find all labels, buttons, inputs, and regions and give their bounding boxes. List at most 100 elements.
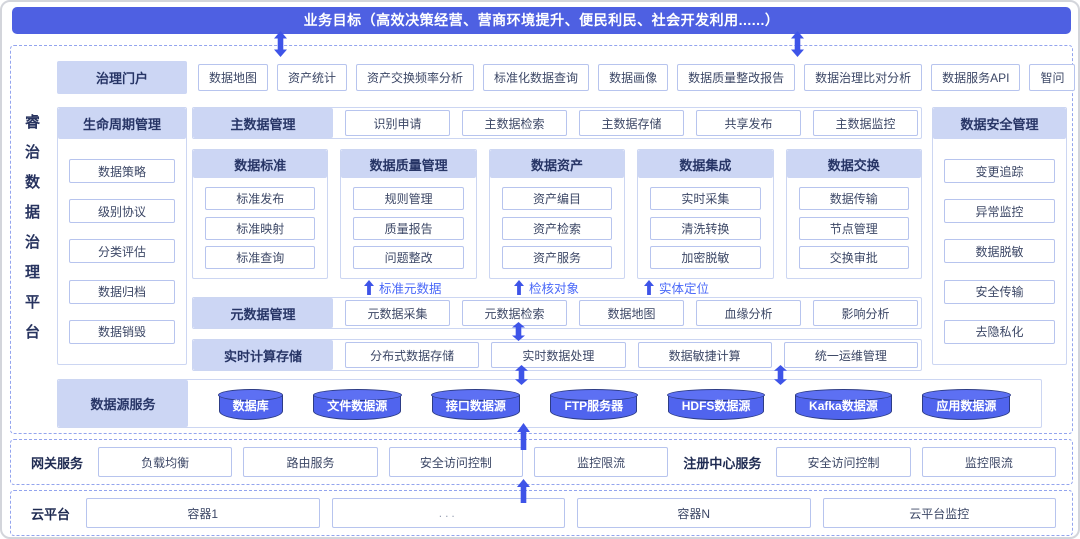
portal-header: 治理门户 xyxy=(57,61,187,94)
column-data-quality: 数据质量管理 规则管理 质量报告 问题整改 xyxy=(340,149,477,279)
portal-item: 数据治理比对分析 xyxy=(804,64,923,91)
master-data-row: 主数据管理 识别申请 主数据检索 主数据存储 共享发布 主数据监控 xyxy=(192,107,922,139)
datasource-label: 接口数据源 xyxy=(445,398,506,413)
column-header: 数据交换 xyxy=(786,150,921,178)
up-arrow-icon xyxy=(644,279,654,295)
realtime-item: 数据敏捷计算 xyxy=(637,342,772,368)
module-item: 资产编目 xyxy=(501,187,613,211)
module-item: 资产检索 xyxy=(501,216,613,240)
security-item: 数据脱敏 xyxy=(944,239,1055,264)
portal-item: 数据服务API xyxy=(931,64,1021,91)
flow-label-check-object: 检核对象 xyxy=(514,278,579,296)
metadata-item: 元数据检索 xyxy=(462,300,567,326)
datasource-label: FTP服务器 xyxy=(564,398,624,413)
database-cylinder-icon: 文件数据源 xyxy=(312,388,402,420)
gateway-item: 路由服务 xyxy=(243,447,378,477)
database-cylinder-icon: FTP服务器 xyxy=(549,388,638,420)
metadata-items: 元数据采集 元数据检索 数据地图 血缘分析 影响分析 xyxy=(333,300,921,326)
up-arrow-icon xyxy=(514,279,524,295)
database-cylinder-icon: 应用数据源 xyxy=(921,388,1011,420)
metadata-item: 数据地图 xyxy=(579,300,684,326)
flow-label-text: 标准元数据 xyxy=(379,281,442,296)
realtime-item: 实时数据处理 xyxy=(491,342,626,368)
column-data-exchange: 数据交换 数据传输 节点管理 交换审批 xyxy=(785,149,922,279)
datasource-label: 应用数据源 xyxy=(936,398,997,413)
metadata-header: 元数据管理 xyxy=(193,298,333,328)
datasource-label: HDFS数据源 xyxy=(681,398,751,413)
master-data-items: 识别申请 主数据检索 主数据存储 共享发布 主数据监控 xyxy=(333,110,921,136)
portal-item: 标准化数据查询 xyxy=(483,64,590,91)
module-item: 实时采集 xyxy=(650,187,761,211)
column-items: 标准发布 标准映射 标准查询 xyxy=(193,178,327,278)
realtime-items: 分布式数据存储 实时数据处理 数据敏捷计算 统一运维管理 xyxy=(333,342,921,368)
lifecycle-item: 级别协议 xyxy=(69,199,175,224)
column-header: 数据集成 xyxy=(638,150,773,178)
double-arrow-icon xyxy=(274,31,287,57)
portal-item: 数据质量整改报告 xyxy=(677,64,796,91)
up-arrow-icon xyxy=(517,479,530,503)
column-data-asset: 数据资产 资产编目 资产检索 资产服务 xyxy=(488,149,626,279)
portal-item: 智问 xyxy=(1029,64,1076,91)
registry-center-label: 注册中心服务 xyxy=(683,455,762,471)
database-cylinder-icon: 数据库 xyxy=(218,388,284,420)
database-cylinder-icon: HDFS数据源 xyxy=(667,388,765,420)
flow-label-standard-metadata: 标准元数据 xyxy=(364,278,442,296)
lifecycle-items: 数据策略 级别协议 分类评估 数据归档 数据销毁 xyxy=(58,139,186,364)
column-header: 数据资产 xyxy=(489,150,625,178)
column-items: 数据传输 节点管理 交换审批 xyxy=(787,178,921,278)
module-item: 标准映射 xyxy=(205,216,316,240)
datasource-row: 数据源服务 数据库 文件数据源 接口数据源 FTP服务器 HDFS数据源 Kaf… xyxy=(57,379,1042,428)
cloud-item-monitor: 云平台监控 xyxy=(822,498,1057,528)
realtime-item: 分布式数据存储 xyxy=(345,342,480,368)
cloud-item-ellipsis: ... xyxy=(331,498,566,528)
portal-items-row: 数据地图 资产统计 资产交换频率分析 标准化数据查询 数据画像 数据质量整改报告… xyxy=(198,64,1076,91)
portal-item: 数据画像 xyxy=(598,64,669,91)
gateway-services-row: 网关服务 负载均衡 路由服务 安全访问控制 监控限流 注册中心服务 安全访问控制… xyxy=(10,439,1073,485)
module-item: 节点管理 xyxy=(798,216,909,240)
module-item: 标准发布 xyxy=(205,187,316,211)
module-item: 清洗转换 xyxy=(650,216,761,240)
metadata-item: 影响分析 xyxy=(813,300,918,326)
flow-label-text: 检核对象 xyxy=(529,281,580,296)
gateway-item: 安全访问控制 xyxy=(388,447,523,477)
master-data-item: 主数据存储 xyxy=(579,110,684,136)
master-data-item: 主数据检索 xyxy=(462,110,567,136)
datasource-label: 数据库 xyxy=(232,398,269,413)
module-item: 数据传输 xyxy=(798,187,909,211)
datasource-items: 数据库 文件数据源 接口数据源 FTP服务器 HDFS数据源 Kafka数据源 … xyxy=(188,380,1041,427)
datasource-label: Kafka数据源 xyxy=(809,398,878,413)
gateway-item: 负载均衡 xyxy=(98,447,233,477)
metadata-row: 元数据管理 元数据采集 元数据检索 数据地图 血缘分析 影响分析 xyxy=(192,297,922,329)
column-items: 实时采集 清洗转换 加密脱敏 xyxy=(638,178,772,278)
gateway-label: 网关服务 xyxy=(31,455,84,471)
column-data-standard: 数据标准 标准发布 标准映射 标准查询 xyxy=(192,149,329,279)
metadata-item: 元数据采集 xyxy=(345,300,450,326)
cloud-platform-label: 云平台 xyxy=(31,506,71,522)
module-item: 资产服务 xyxy=(501,245,613,269)
registry-item: 监控限流 xyxy=(921,447,1056,477)
lifecycle-item: 分类评估 xyxy=(69,239,175,264)
security-item: 变更追踪 xyxy=(944,159,1055,184)
up-arrow-icon xyxy=(517,423,530,450)
module-item: 问题整改 xyxy=(353,245,464,269)
master-data-item: 识别申请 xyxy=(345,110,450,136)
lifecycle-header: 生命周期管理 xyxy=(58,108,186,139)
module-item: 加密脱敏 xyxy=(650,245,761,269)
double-arrow-icon xyxy=(512,322,525,341)
double-arrow-icon xyxy=(774,365,787,385)
master-data-item: 主数据监控 xyxy=(813,110,918,136)
module-columns: 数据标准 标准发布 标准映射 标准查询 数据质量管理 规则管理 质量报告 问题整… xyxy=(192,149,922,279)
data-security-panel: 数据安全管理 变更追踪 异常监控 数据脱敏 安全传输 去隐私化 xyxy=(932,107,1067,365)
realtime-storage-row: 实时计算存储 分布式数据存储 实时数据处理 数据敏捷计算 统一运维管理 xyxy=(192,339,922,371)
business-goal-banner: 业务目标（高效决策经营、营商环境提升、便民利民、社会开发利用......） xyxy=(12,7,1071,34)
double-arrow-icon xyxy=(515,365,528,385)
realtime-item: 统一运维管理 xyxy=(783,342,918,368)
module-item: 标准查询 xyxy=(205,245,316,269)
lifecycle-item: 数据策略 xyxy=(69,159,175,184)
registry-item: 安全访问控制 xyxy=(776,447,911,477)
module-item: 规则管理 xyxy=(353,187,464,211)
double-arrow-icon xyxy=(791,31,804,57)
master-data-header: 主数据管理 xyxy=(193,108,333,138)
lifecycle-panel: 生命周期管理 数据策略 级别协议 分类评估 数据归档 数据销毁 xyxy=(57,107,187,365)
